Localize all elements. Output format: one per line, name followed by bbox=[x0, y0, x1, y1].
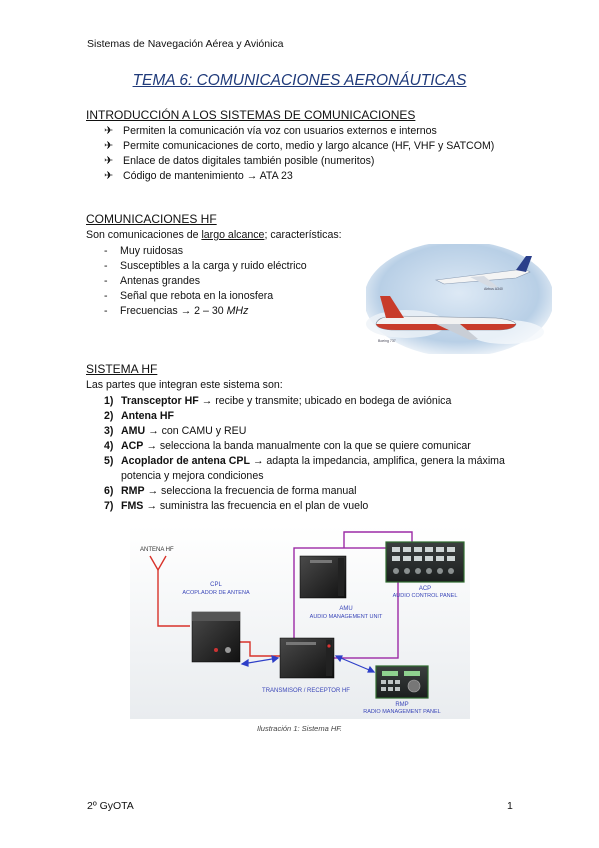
list-item: -Muy ruidosas bbox=[104, 245, 183, 257]
data-link-arrows bbox=[240, 655, 376, 673]
list-item: ✈Enlace de datos digitales también posib… bbox=[104, 155, 375, 167]
amu-enclosure-frame bbox=[293, 547, 399, 659]
list-item: -Antenas grandes bbox=[104, 275, 201, 287]
acp-sublabel: AUDIO CONTROL PANEL bbox=[393, 593, 458, 599]
list-item: ✈Permite comunicaciones de corto, medio … bbox=[104, 140, 495, 152]
system-lead: Las partes que integran este sistema son… bbox=[86, 379, 283, 391]
list-item: 2)Antena HF bbox=[104, 410, 174, 422]
acp-label: ACP bbox=[419, 586, 431, 592]
intro-heading: INTRODUCCIÓN A LOS SISTEMAS DE COMUNICAC… bbox=[86, 108, 416, 122]
list-item: -Frecuencias → 2 – 30 MHz bbox=[104, 305, 249, 317]
list-item: ✈Código de mantenimiento → ATA 23 bbox=[104, 170, 293, 182]
list-item: ✈Permiten la comunicación vía voz con us… bbox=[104, 125, 437, 137]
cpl-sublabel: ACOPLADOR DE ANTENA bbox=[182, 590, 250, 596]
airbus-label: Airbus A340 bbox=[484, 287, 503, 291]
acp-link bbox=[343, 531, 413, 548]
airplanes-image: Airbus A340 Boeing 737 bbox=[366, 244, 552, 354]
list-item: -Susceptibles a la carga y ruido eléctri… bbox=[104, 260, 307, 272]
antenna-cable bbox=[157, 600, 190, 627]
plane-bullet-icon: ✈ bbox=[104, 170, 114, 182]
footer-left: 2º GyOTA bbox=[87, 800, 134, 812]
system-list: 1)Transceptor HF → recibe y transmite; u… bbox=[104, 394, 514, 514]
rmp-panel-icon bbox=[375, 665, 429, 699]
list-item: 1)Transceptor HF → recibe y transmite; u… bbox=[104, 395, 452, 407]
cpl-unit-icon bbox=[191, 611, 241, 663]
antenna-label: ANTENA HF bbox=[140, 547, 174, 553]
intro-list: ✈Permiten la comunicación vía voz con us… bbox=[104, 124, 494, 184]
list-item: 3)AMU → con CAMU y REU bbox=[104, 425, 247, 437]
amu-label: AMU bbox=[339, 606, 352, 612]
acp-panel-icon bbox=[385, 541, 465, 583]
cpl-cable bbox=[240, 641, 280, 657]
list-item: -Señal que rebota en la ionosfera bbox=[104, 290, 274, 302]
amu-unit-icon bbox=[299, 555, 347, 599]
system-heading: SISTEMA HF bbox=[86, 362, 158, 376]
cpl-label: CPL bbox=[210, 582, 222, 588]
hf-lead: Son comunicaciones de largo alcance; car… bbox=[86, 229, 342, 241]
antenna-icon bbox=[149, 555, 167, 600]
plane-bullet-icon: ✈ bbox=[104, 155, 114, 167]
figure-caption: Ilustración 1: Sistema HF. bbox=[257, 724, 342, 733]
plane-bullet-icon: ✈ bbox=[104, 125, 114, 137]
boeing-label: Boeing 737 bbox=[378, 339, 396, 343]
transceiver-label: TRANSMISOR / RECEPTOR HF bbox=[262, 688, 350, 694]
list-item: 5)Acoplador de antena CPL → adapta la im… bbox=[104, 455, 505, 482]
rmp-label: RMP bbox=[395, 702, 408, 708]
amu-sublabel: AUDIO MANAGEMENT UNIT bbox=[310, 614, 383, 620]
plane-bullet-icon: ✈ bbox=[104, 140, 114, 152]
running-header: Sistemas de Navegación Aérea y Aviónica bbox=[87, 38, 284, 50]
airbus-plane-icon: Airbus A340 bbox=[434, 256, 532, 291]
page-number: 1 bbox=[507, 800, 513, 812]
hf-heading: COMUNICACIONES HF bbox=[86, 212, 217, 226]
list-item: 6)RMP → selecciona la frecuencia de form… bbox=[104, 485, 357, 497]
hf-list: -Muy ruidosas -Susceptibles a la carga y… bbox=[104, 244, 307, 319]
transceiver-unit-icon bbox=[279, 637, 335, 679]
list-item: 7)FMS → suministra las frecuencia en el … bbox=[104, 500, 369, 512]
boeing-plane-icon: Boeing 737 bbox=[375, 296, 517, 343]
hf-system-diagram: ANTENA HF CPL ACOPLADOR DE ANTENA AMU AU… bbox=[130, 526, 470, 719]
page-title: TEMA 6: COMUNICACIONES AERONÁUTICAS bbox=[132, 72, 467, 89]
rmp-sublabel: RADIO MANAGEMENT PANEL bbox=[363, 709, 440, 715]
list-item: 4)ACP → selecciona la banda manualmente … bbox=[104, 440, 471, 452]
